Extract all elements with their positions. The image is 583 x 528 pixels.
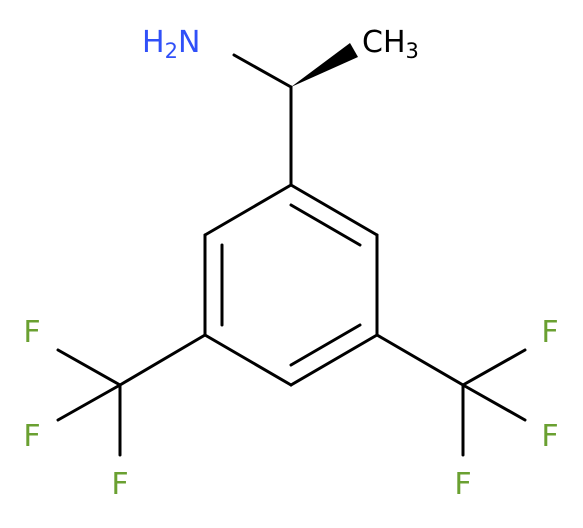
methyl-label: CH3 — [362, 25, 419, 63]
methyl-subscript: 3 — [406, 39, 419, 63]
amine-nitrogen: N — [178, 25, 200, 60]
ring-bond-top-left — [203, 183, 293, 237]
ring-double-bond-top-right — [289, 203, 362, 247]
fluorine-left-bottom: F — [111, 467, 128, 502]
fluorine-right-mid: F — [541, 419, 558, 454]
atom-labels: H2N CH3 F F F F F F — [23, 25, 558, 502]
fluorine-left-top: F — [23, 315, 40, 350]
fluorine-left-mid: F — [23, 419, 40, 454]
bond-cf3-right-to-f-mid — [461, 383, 527, 422]
amine-hydrogen: H — [142, 25, 165, 60]
bond-ring-to-left-cf3 — [118, 333, 207, 387]
ring-bond-bottom-left — [203, 333, 293, 387]
bond-cf3-right-to-f-top — [461, 348, 527, 387]
fluorine-right-bottom: F — [454, 467, 471, 502]
bond-ring-to-right-cf3 — [375, 333, 465, 387]
amine-subscript: 2 — [165, 39, 178, 63]
ring-double-bond-bottom-right — [289, 323, 362, 367]
ring-bond-top-right — [289, 183, 379, 237]
bonds — [56, 43, 527, 457]
bond-cf3-left-to-f-mid — [56, 383, 122, 422]
wedge-bond-to-methyl — [291, 43, 358, 87]
ring-bond-bottom-right — [289, 333, 379, 387]
methyl-ch: CH — [362, 25, 406, 60]
bond-chiral-carbon-to-amine — [232, 53, 293, 89]
amine-label: H2N — [142, 25, 200, 63]
fluorine-right-top: F — [541, 315, 558, 350]
bond-cf3-left-to-f-top — [56, 348, 122, 387]
